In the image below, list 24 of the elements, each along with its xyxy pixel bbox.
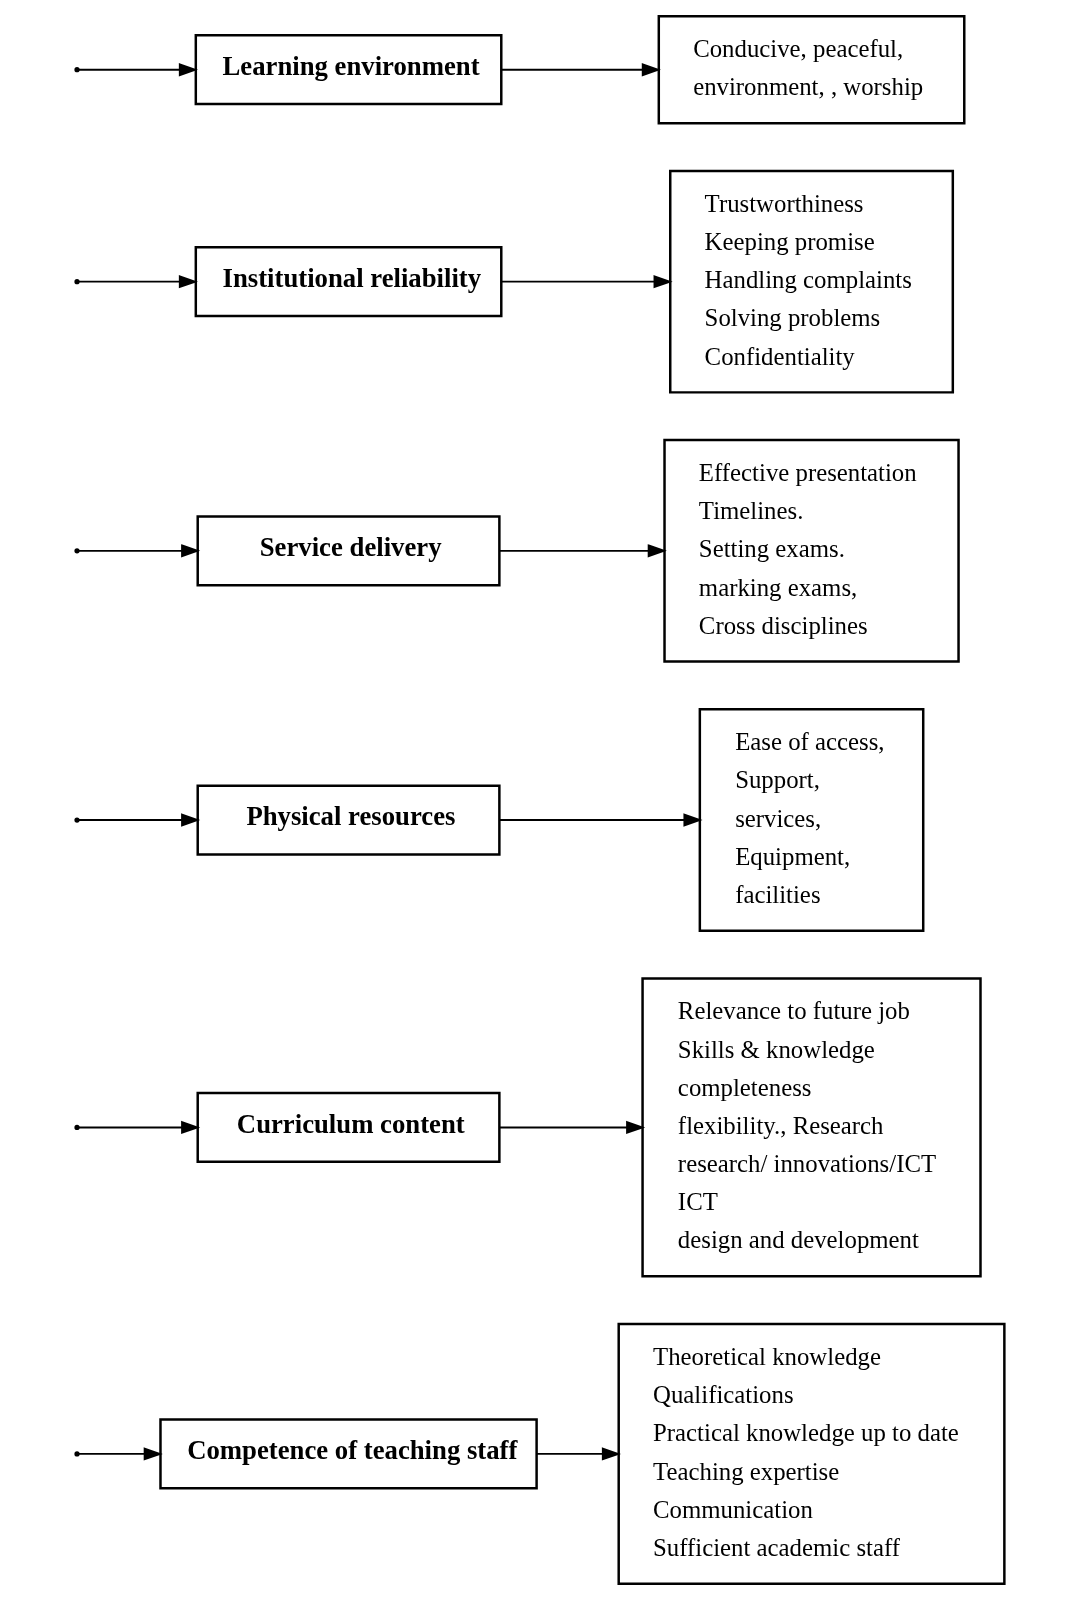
arrow [498,1120,645,1135]
arrow [498,813,703,827]
node-box: Ease of access, Support, services, Equipment, facilities [698,708,924,932]
node-box: Effective presentation Timelines. Setting exams. marking exams, Cross disciplines [662,438,960,663]
arrow [77,63,198,77]
arrow [77,1120,200,1135]
node-box: Institutional reliability [194,246,502,318]
arrow [499,63,661,77]
node-box: Trustworthiness Keeping promise Handling complaints Solving problems Confidentiality [668,169,954,394]
node-box: Curriculum content [195,1091,501,1164]
node-box: Service delivery [195,515,501,587]
arrow [77,544,200,558]
arrow [535,1447,621,1461]
node-box: Competence of teaching staff [158,1418,538,1490]
node-box: Physical resources [195,784,501,856]
arrow [77,274,198,289]
arrow [498,544,667,558]
arrow [499,274,673,289]
arrow [77,813,200,827]
node-box: Theoretical knowledge Qualifications Practical knowledge up to date Teaching expertise Communication Sufficient academic staff [616,1322,1006,1585]
node-box: Relevance to future job Skills & knowledge completeness flexibility., Research research/ innovations/ICT ICT design and development [640,977,982,1278]
arrow [77,1447,163,1461]
node-box: Learning environment [194,34,502,106]
node-box: Conducive, peaceful, environment, , worship [657,15,965,125]
